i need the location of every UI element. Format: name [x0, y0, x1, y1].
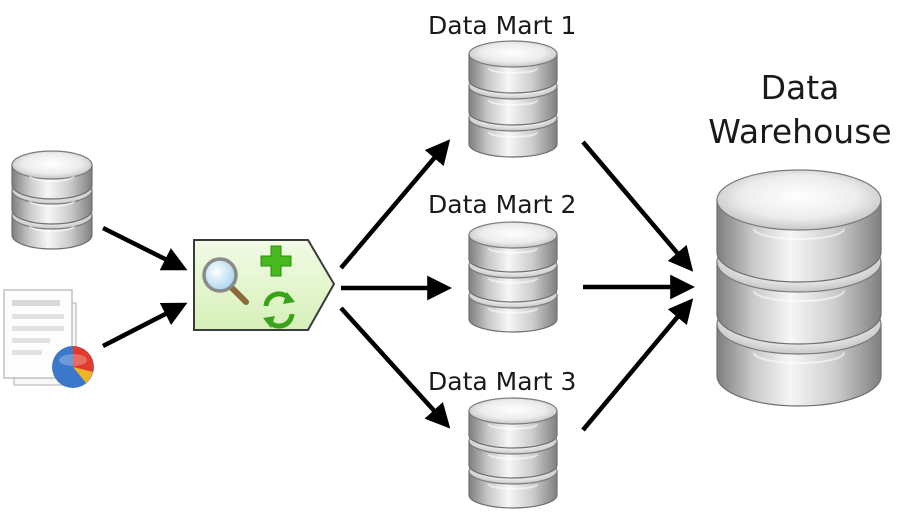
arrow-report-to-etl	[101, 302, 188, 349]
refresh-icon	[263, 291, 295, 329]
source-report-document-icon	[3, 289, 94, 388]
data-warehouse-label-line2: Warehouse	[708, 112, 892, 151]
data-warehouse-label: Data Warehouse	[690, 66, 906, 154]
arrow-etl-to-mart-3	[339, 306, 451, 429]
pie-chart-icon	[52, 346, 94, 388]
plus-icon	[260, 245, 292, 277]
data-mart-2-label: Data Mart 2	[428, 190, 577, 219]
data-mart-2-cylinder	[468, 221, 558, 333]
data-warehouse-label-line1: Data	[760, 68, 840, 107]
arrow-mart-1-to-warehouse	[581, 140, 694, 272]
data-mart-1-cylinder	[468, 40, 558, 158]
source-database-icon	[11, 150, 93, 250]
arrow-etl-to-mart-1	[339, 139, 451, 270]
arrow-mart-3-to-warehouse	[581, 298, 694, 432]
data-mart-3-cylinder	[468, 397, 558, 509]
magnifier-icon	[202, 257, 249, 305]
arrow-db-to-etl	[101, 225, 188, 271]
data-mart-1-label: Data Mart 1	[428, 11, 577, 40]
data-mart-3-label: Data Mart 3	[428, 367, 577, 396]
data-warehouse-cylinder	[716, 169, 882, 407]
etl-process-box	[193, 239, 336, 331]
